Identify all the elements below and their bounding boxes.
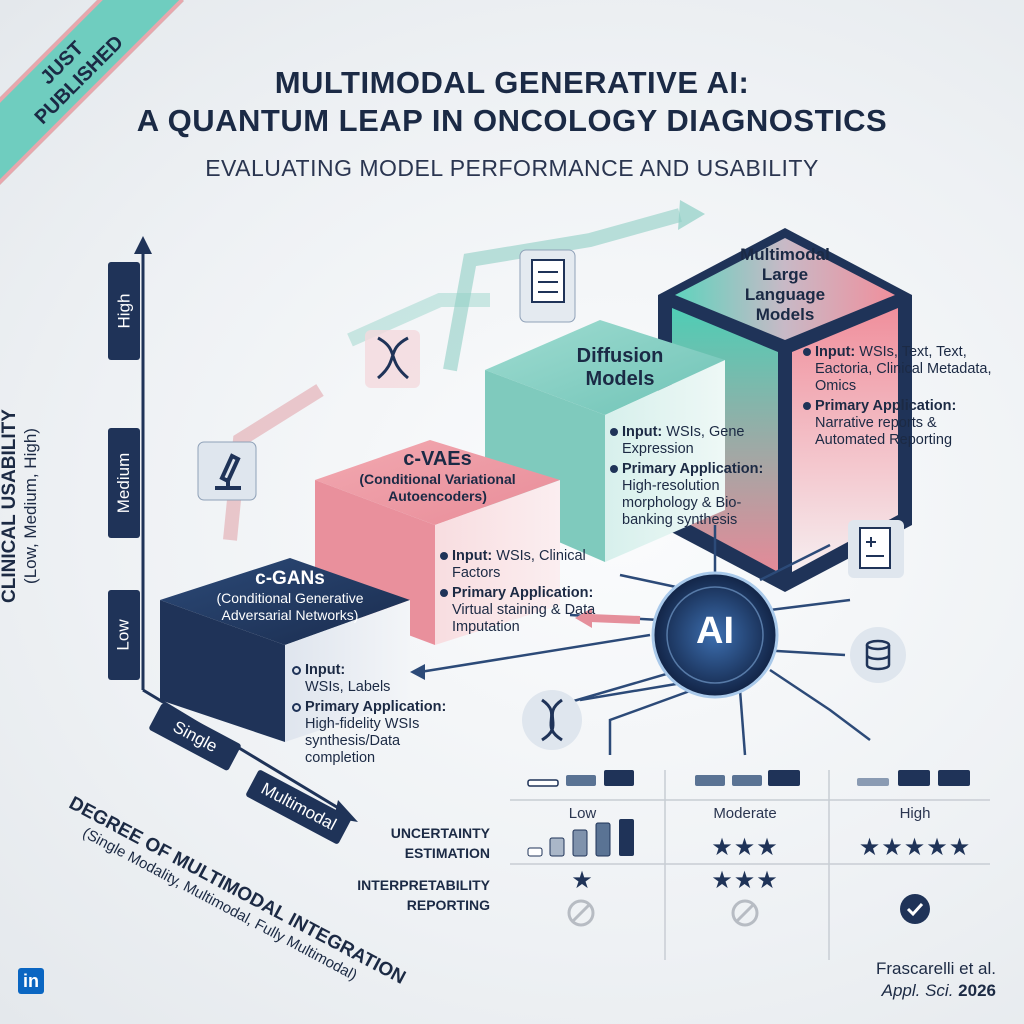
col-low: Low (568, 805, 597, 822)
uncertainty-bars-low (527, 819, 634, 857)
col-moderate: Moderate (713, 805, 777, 822)
cvae-title: c-VAEs (403, 448, 472, 470)
cvae-subtitle: (Conditional Variational Autoencoders) (359, 471, 516, 504)
uncertainty-moderate-stars: ★★★ (711, 834, 779, 861)
citation-journal: Appl. Sci. (881, 981, 954, 1000)
level-high-tab: High (108, 262, 140, 360)
not-available-icon-moderate (731, 899, 759, 927)
microscope-icon (197, 441, 257, 501)
arrow-rising-2 (347, 293, 490, 347)
cgan-subtitle: (Conditional Generative Adversarial Netw… (216, 590, 364, 623)
cgan-title: c-GANs (255, 568, 325, 589)
level-bars-moderate (695, 770, 800, 786)
check-icon-high (900, 894, 930, 924)
cgan-info: Input:WSIs, Labels Primary Application:H… (292, 662, 472, 770)
citation-authors: Frascarelli et al. (876, 959, 996, 978)
y-axis-title: CLINICAL USABILITY (0, 409, 20, 603)
cgan-cube (160, 558, 410, 742)
cgan-title-block: c-GANs (Conditional Generative Adversari… (185, 568, 395, 624)
dna-icon (365, 330, 420, 388)
citation: Frascarelli et al. Appl. Sci. 2026 (876, 958, 996, 1002)
col-high: High (899, 805, 931, 822)
document-icon (519, 249, 576, 323)
linkedin-logo[interactable]: in (18, 968, 44, 994)
ai-hub (651, 571, 779, 699)
report-icon (848, 520, 904, 578)
level-bars-low (527, 770, 634, 787)
diffusion-title: Diffusion Models (576, 345, 664, 390)
interpretability-moderate-stars: ★★★ (711, 867, 779, 894)
row-uncertainty-label: UNCERTAINTY ESTIMATION (390, 825, 490, 861)
level-low-tab: Low (108, 590, 140, 680)
mllm-title: Multimodal Large Language Models (740, 245, 830, 324)
mllm-info: Input: WSIs, Text, Text, Eactoria, Clini… (803, 344, 993, 452)
ai-hub-label: AI (696, 610, 734, 652)
uncertainty-high-stars: ★★★★★ (858, 834, 972, 861)
row-interpretability-label: INTERPRETABILITY REPORTING (357, 877, 490, 913)
y-axis-label: CLINICAL USABILITY (Low, Medium, High) (0, 391, 41, 621)
database-icon (850, 627, 906, 683)
diffusion-info: Input: WSIs, Gene Expression Primary App… (610, 424, 780, 532)
citation-year: 2026 (958, 981, 996, 1000)
arrow-rising-1 (223, 384, 324, 541)
cvae-info: Input: WSIs, Clinical Factors Primary Ap… (440, 548, 620, 639)
not-available-icon-low (567, 899, 595, 927)
title-line1: MULTIMODAL GENERATIVE AI: (274, 65, 750, 100)
y-axis-subtitle: (Low, Medium, High) (21, 428, 40, 584)
dna-icon-2 (522, 690, 582, 750)
cvae-title-block: c-VAEs (Conditional Variational Autoenco… (330, 448, 545, 505)
title-line2: A QUANTUM LEAP IN ONCOLOGY DIAGNOSTICS (136, 103, 888, 138)
level-bars-high (857, 770, 970, 786)
level-medium-tab: Medium (108, 428, 140, 538)
subtitle: EVALUATING MODEL PERFORMANCE AND USABILI… (205, 155, 819, 181)
y-axis-arrowhead (134, 236, 152, 254)
interpretability-low-stars: ★ (571, 867, 594, 894)
